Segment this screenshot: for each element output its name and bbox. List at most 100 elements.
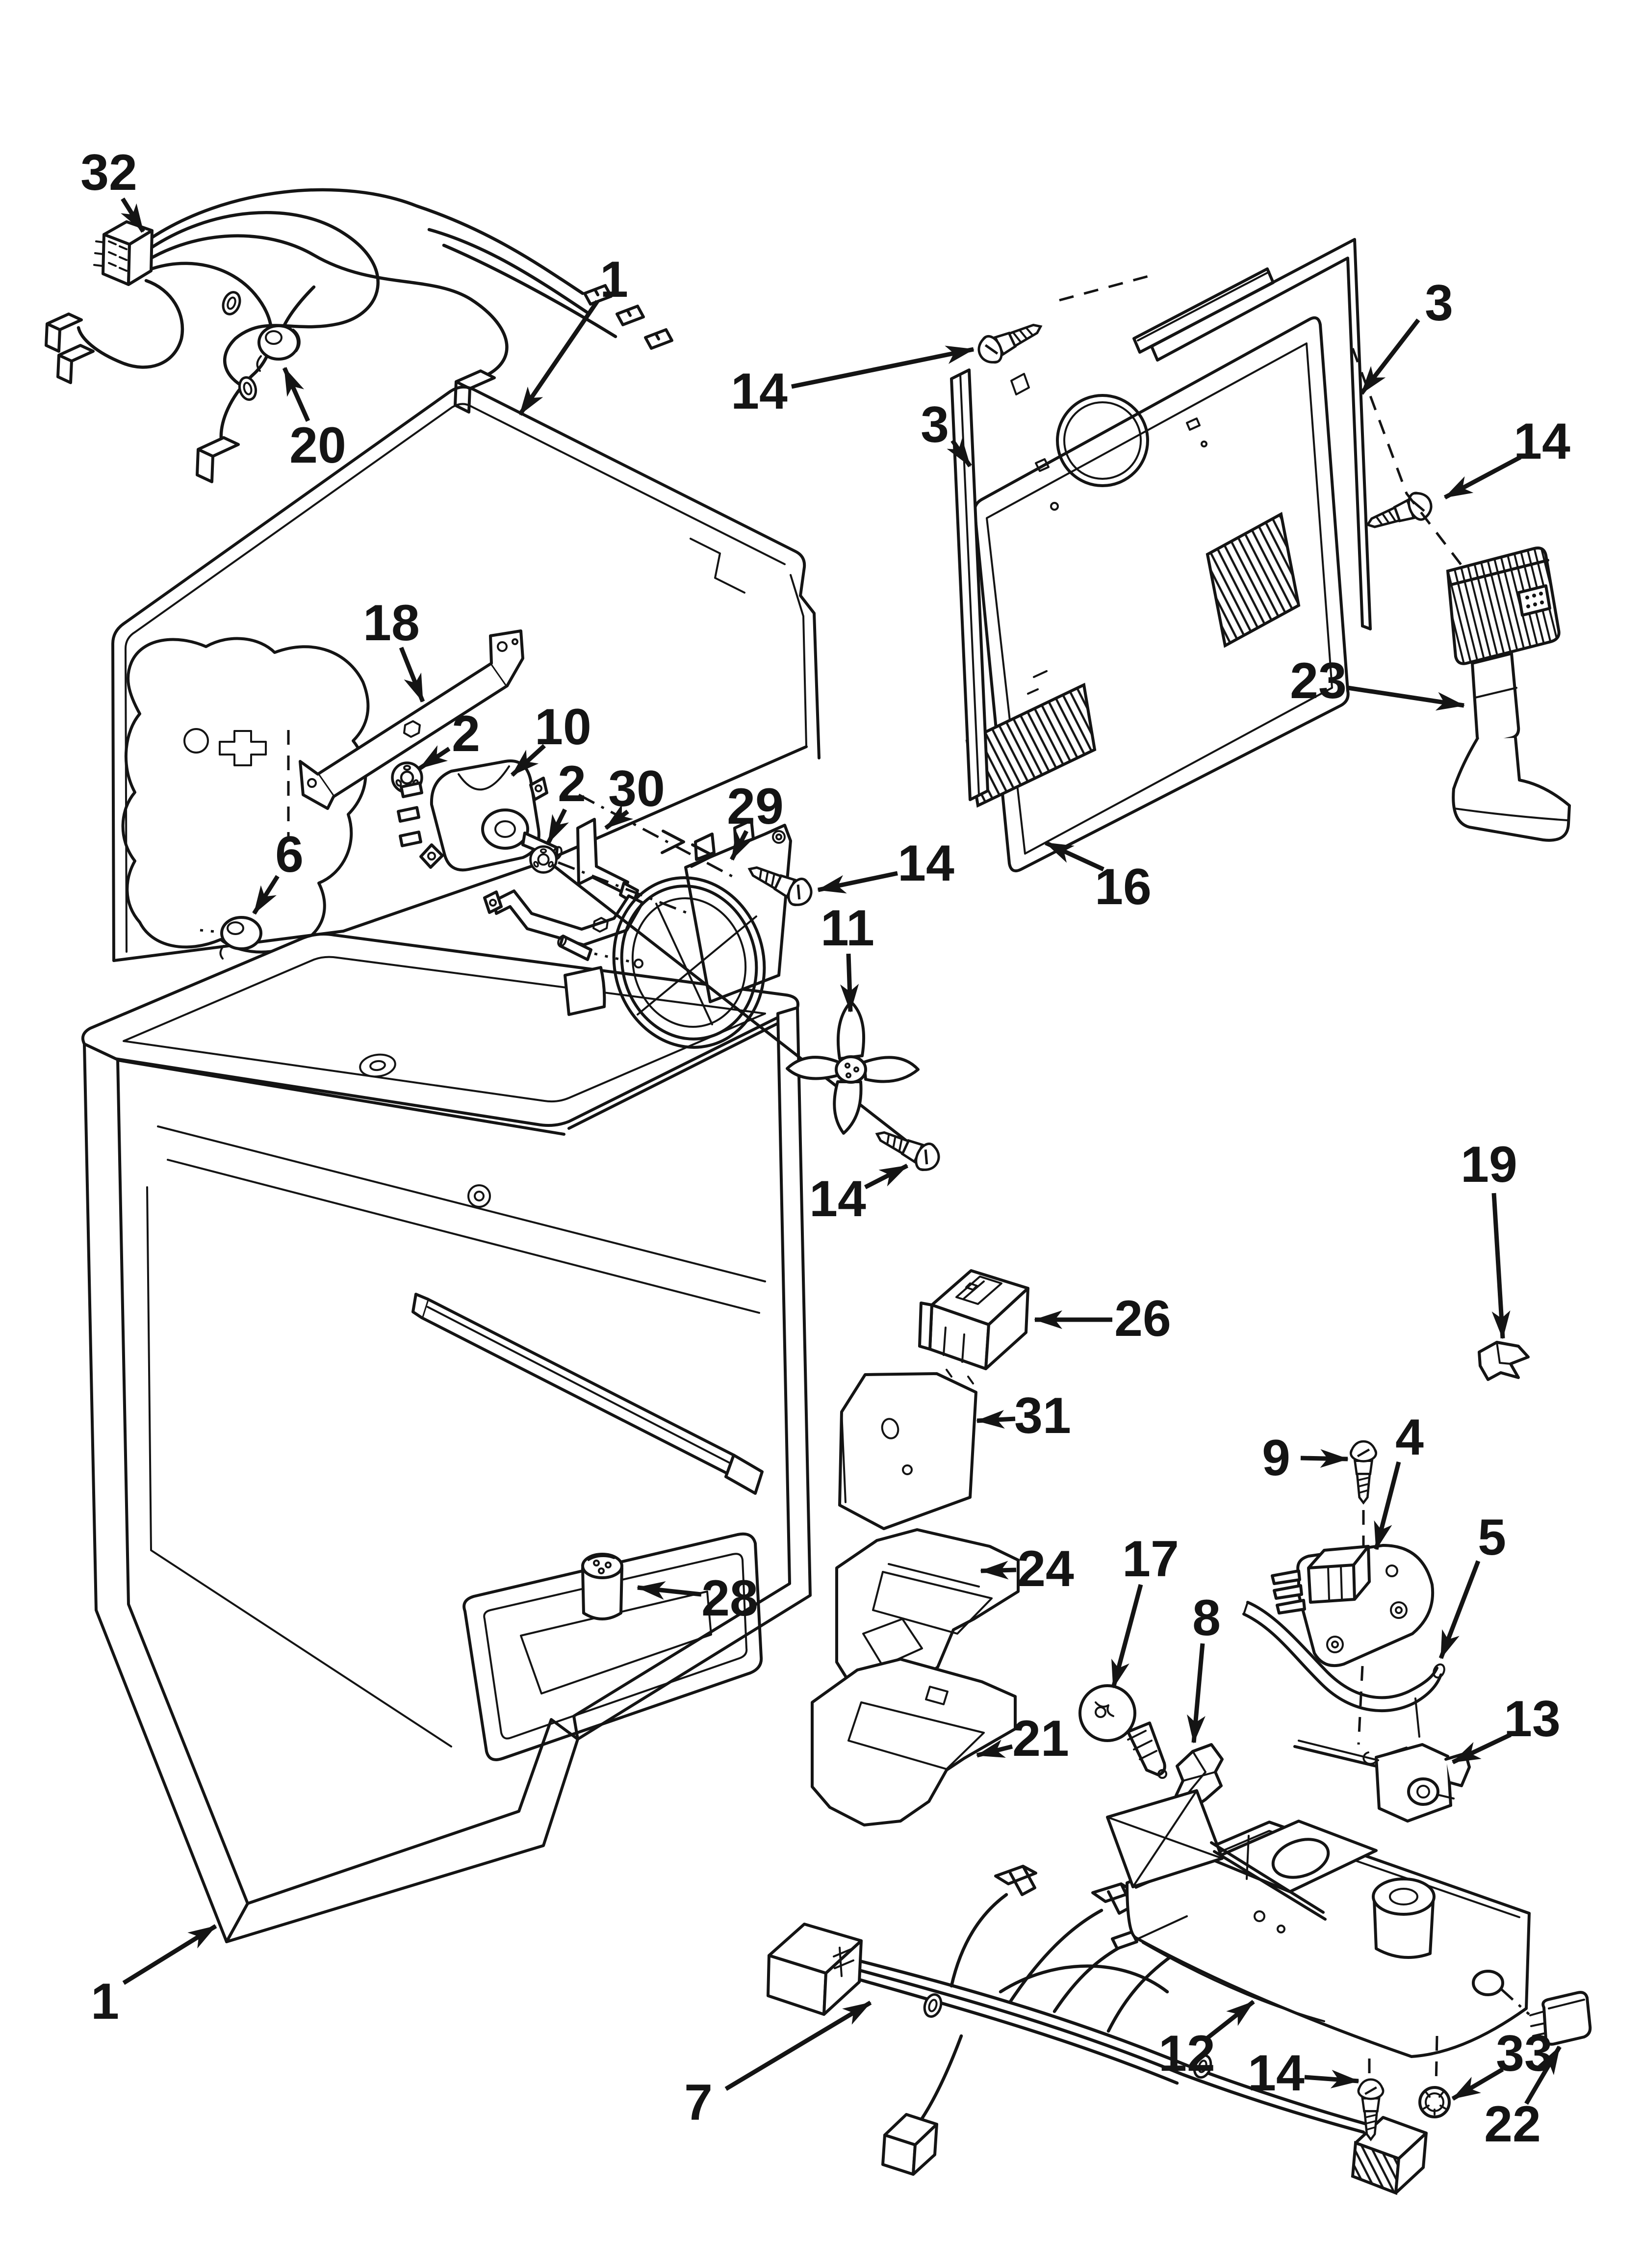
callout-arrow-19 bbox=[1491, 1193, 1511, 1339]
light-shield bbox=[1106, 1789, 1327, 1921]
callout-arrow-22 bbox=[1524, 2045, 1562, 2105]
callout-arrow-7 bbox=[724, 2001, 872, 2091]
callout-arrow-3 bbox=[947, 438, 972, 468]
gasket-3-right bbox=[1150, 238, 1372, 630]
liner-interior bbox=[146, 1125, 766, 1761]
callout-label-17: 17 bbox=[1122, 1531, 1179, 1588]
callout-label-12: 12 bbox=[1158, 2025, 1215, 2082]
liner-right-jamb bbox=[572, 1006, 812, 1741]
cover-plate-31 bbox=[838, 1372, 977, 1530]
callout-label-14: 14 bbox=[809, 1171, 866, 1227]
callout-arrow-16 bbox=[1045, 840, 1104, 872]
callout-arrow-33 bbox=[1451, 2067, 1504, 2101]
bracket-18 bbox=[299, 629, 524, 810]
speed-nut-33 bbox=[1418, 2086, 1451, 2118]
callout-label-10: 10 bbox=[535, 699, 591, 756]
harness-connector bbox=[994, 1865, 1037, 1896]
callout-label-4: 4 bbox=[1395, 1409, 1424, 1466]
spade-terminal bbox=[583, 284, 613, 306]
fan-blade-11 bbox=[786, 1000, 920, 1135]
screw-14-right bbox=[1363, 489, 1435, 538]
bracket-30 bbox=[576, 818, 629, 894]
callout-arrow-30 bbox=[604, 804, 634, 830]
callout-label-2: 2 bbox=[452, 705, 480, 762]
speed-nut-2b bbox=[531, 847, 557, 873]
callout-arrow-4 bbox=[1374, 1461, 1401, 1550]
control-module-26 bbox=[918, 1269, 1029, 1384]
callout-label-1: 1 bbox=[600, 251, 628, 308]
grommet-20 bbox=[256, 324, 301, 372]
wiring-harness-upper bbox=[45, 188, 673, 483]
harness7-branch-connector bbox=[881, 2113, 938, 2176]
callout-label-13: 13 bbox=[1504, 1691, 1561, 1747]
wiring-harness-lower bbox=[767, 1865, 1428, 2195]
spade-terminal bbox=[1111, 1930, 1138, 1950]
thermostat-13 bbox=[1293, 1697, 1471, 1823]
callout-label-8: 8 bbox=[1192, 1590, 1221, 1646]
callout-label-18: 18 bbox=[363, 595, 420, 652]
lamp-receptacle bbox=[1372, 1877, 1436, 1959]
control-knob-22 bbox=[1499, 1987, 1592, 2046]
callout-arrow-8 bbox=[1187, 1643, 1206, 1744]
screw-14-top bbox=[975, 314, 1047, 367]
callout-label-30: 30 bbox=[608, 760, 665, 817]
control-housing-12 bbox=[1126, 1820, 1531, 2058]
fan-motor-10 bbox=[397, 759, 563, 872]
callout-label-32: 32 bbox=[80, 144, 137, 201]
callout-arrow-9 bbox=[1300, 1449, 1349, 1468]
harness-connector bbox=[45, 313, 83, 353]
callout-arrow-28 bbox=[637, 1581, 702, 1600]
callout-arrow-32 bbox=[121, 197, 145, 233]
callout-arrow-11 bbox=[840, 953, 859, 1013]
callout-arrow-10 bbox=[510, 744, 546, 777]
air-duct-24 bbox=[835, 1528, 1020, 1695]
callout-label-14: 14 bbox=[731, 363, 788, 420]
callout-arrow-1 bbox=[518, 300, 599, 416]
callout-arrow-14 bbox=[791, 345, 975, 389]
liner-bottom-jamb bbox=[225, 1718, 579, 1943]
callout-label-19: 19 bbox=[1461, 1136, 1517, 1193]
callout-label-28: 28 bbox=[701, 1570, 758, 1627]
callout-arrow-13 bbox=[1452, 1732, 1512, 1765]
insulation-pad bbox=[121, 637, 370, 954]
callout-label-11: 11 bbox=[821, 900, 874, 957]
light-bulb-17 bbox=[1078, 1684, 1167, 1779]
vent-grille bbox=[1206, 512, 1301, 648]
evaporator-panel-16 bbox=[965, 267, 1350, 872]
screw-9 bbox=[1351, 1441, 1376, 1503]
callout-arrow-2 bbox=[418, 745, 451, 770]
callout-label-23: 23 bbox=[1290, 652, 1347, 709]
harness-main-connector bbox=[93, 220, 154, 286]
callout-arrow-18 bbox=[399, 647, 425, 703]
air-duct-21 bbox=[811, 1658, 1017, 1826]
mount-pin bbox=[557, 935, 643, 1016]
callout-arrow-14 bbox=[864, 1163, 909, 1190]
callout-arrow-29 bbox=[730, 830, 753, 861]
harness7-end-connector bbox=[1351, 2116, 1428, 2195]
callout-label-1: 1 bbox=[91, 1973, 119, 2030]
callout-label-29: 29 bbox=[727, 778, 784, 835]
callout-arrow-23 bbox=[1347, 685, 1465, 711]
spade-terminal bbox=[616, 305, 645, 326]
callout-label-14: 14 bbox=[898, 835, 954, 892]
callout-arrow-5 bbox=[1438, 1560, 1481, 1659]
harness-connector bbox=[56, 344, 95, 384]
liner-body bbox=[81, 933, 812, 1943]
defrost-timer-4 bbox=[1271, 1544, 1435, 1745]
harness7-main-connector bbox=[767, 1923, 863, 2016]
callout-arrow-17 bbox=[1111, 1584, 1143, 1689]
callout-label-16: 16 bbox=[1095, 859, 1152, 915]
callout-arrow-1 bbox=[122, 1924, 217, 1985]
callout-arrow-14 bbox=[817, 871, 898, 894]
callout-label-24: 24 bbox=[1017, 1540, 1074, 1597]
hole-plug-28 bbox=[581, 1553, 623, 1620]
callout-label-31: 31 bbox=[1014, 1387, 1071, 1444]
callout-label-21: 21 bbox=[1012, 1710, 1069, 1767]
callout-arrow-3 bbox=[1360, 318, 1420, 395]
harness-connector bbox=[196, 436, 240, 483]
callout-arrow-24 bbox=[980, 1561, 1017, 1580]
callout-label-26: 26 bbox=[1114, 1290, 1171, 1347]
drain-tube-5 bbox=[1242, 1601, 1445, 1712]
liner-top-cover bbox=[111, 385, 821, 962]
